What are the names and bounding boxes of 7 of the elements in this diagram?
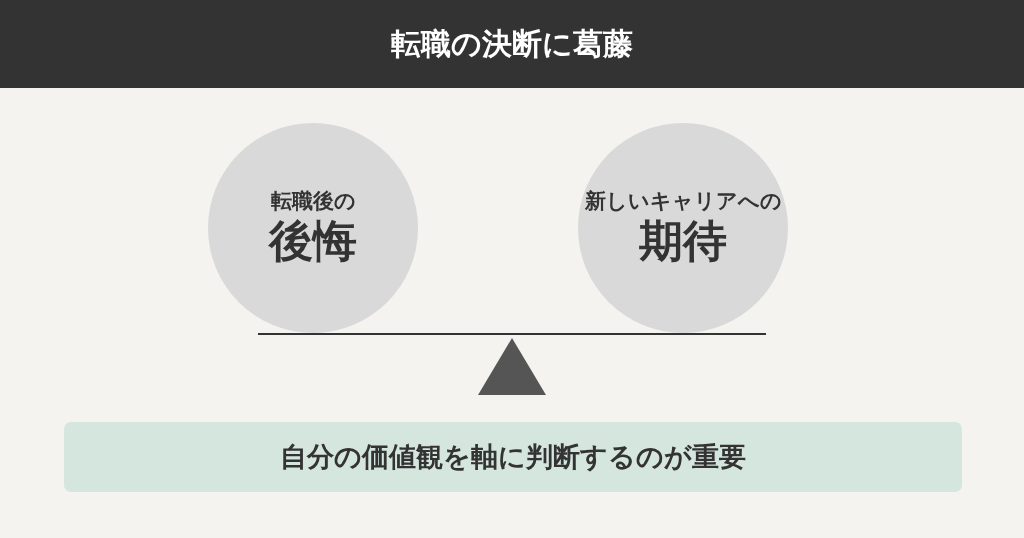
conclusion-text: 自分の価値観を軸に判断するのが重要 [280, 440, 746, 474]
circle-subtext: 新しいキャリアへの [584, 187, 782, 215]
circle-heading: 期待 [639, 215, 727, 269]
circle-heading: 後悔 [269, 215, 357, 269]
title: 転職の決断に葛藤 [391, 26, 633, 61]
conclusion-banner [64, 422, 962, 492]
circle-subtext: 転職後の [270, 187, 356, 215]
